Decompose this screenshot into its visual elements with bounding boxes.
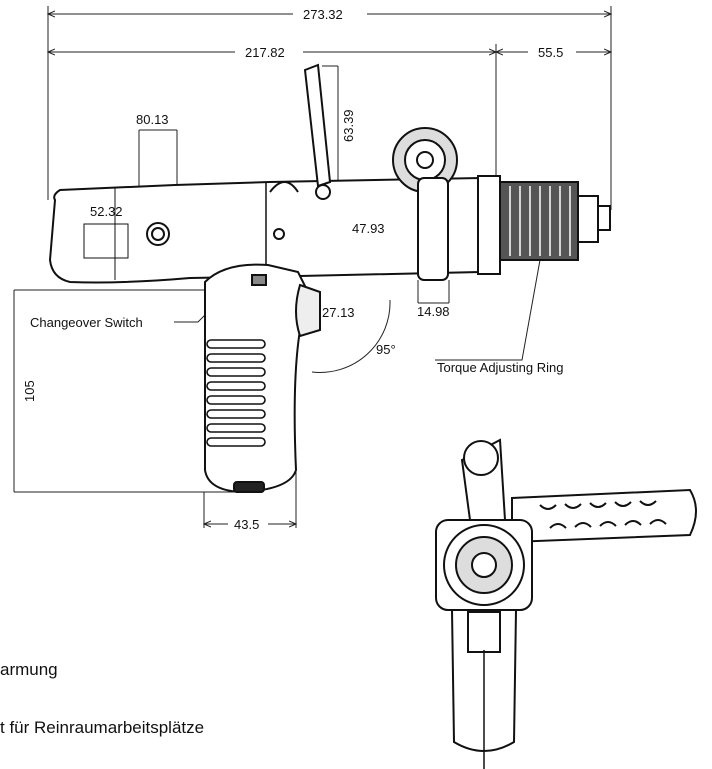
tool-side-view bbox=[48, 63, 611, 494]
dim-grip-height: 105 bbox=[22, 380, 37, 402]
label-torque-adjusting-ring: Torque Adjusting Ring bbox=[437, 360, 563, 375]
dim-overall-length: 273.32 bbox=[303, 7, 343, 22]
dim-clamp-width: 14.98 bbox=[417, 304, 450, 319]
dim-trigger-width: 27.13 bbox=[322, 305, 355, 320]
dim-rear-height: 52.32 bbox=[90, 204, 123, 219]
label-changeover-switch: Changeover Switch bbox=[30, 315, 143, 330]
dim-barrel-diameter: 47.93 bbox=[352, 221, 385, 236]
dim-grip-width: 43.5 bbox=[234, 517, 259, 532]
text-fragment-1: armung bbox=[0, 660, 58, 679]
dim-nose-length: 55.5 bbox=[538, 45, 563, 60]
dim-rear-offset: 80.13 bbox=[136, 112, 169, 127]
dim-body-length: 217.82 bbox=[245, 45, 285, 60]
dim-lever-height: 63.39 bbox=[341, 109, 356, 142]
tool-front-view bbox=[435, 438, 697, 769]
dim-grip-angle: 95° bbox=[376, 342, 396, 357]
text-fragment-2: t für Reinraumarbeitsplätze bbox=[0, 718, 205, 737]
